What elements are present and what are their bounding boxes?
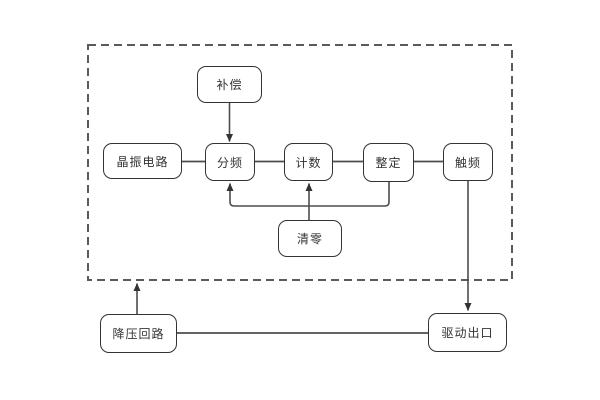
block-setting-label: 整定 (375, 156, 402, 170)
block-frequency-divider-label: 分频 (216, 155, 243, 170)
block-drive-output-label: 驱动出口 (441, 326, 494, 340)
block-crystal-oscillator: 晶振电路 (103, 143, 182, 179)
block-drive-output: 驱动出口 (428, 313, 507, 352)
dashed-boundary (87, 44, 513, 281)
block-step-down-circuit-label: 降压回路 (112, 327, 165, 341)
block-counter: 计数 (284, 143, 333, 181)
block-reset: 清零 (278, 220, 342, 257)
block-setting: 整定 (363, 143, 414, 182)
block-trigger-frequency: 触频 (443, 143, 493, 181)
block-crystal-oscillator-label: 晶振电路 (116, 154, 169, 169)
block-step-down-circuit: 降压回路 (100, 314, 177, 353)
block-reset-label: 清零 (296, 232, 323, 246)
block-compensation-label: 补偿 (216, 78, 243, 92)
block-trigger-frequency-label: 触频 (454, 155, 481, 170)
block-compensation: 补偿 (197, 66, 262, 103)
block-frequency-divider: 分频 (205, 143, 255, 181)
block-counter-label: 计数 (295, 155, 322, 170)
